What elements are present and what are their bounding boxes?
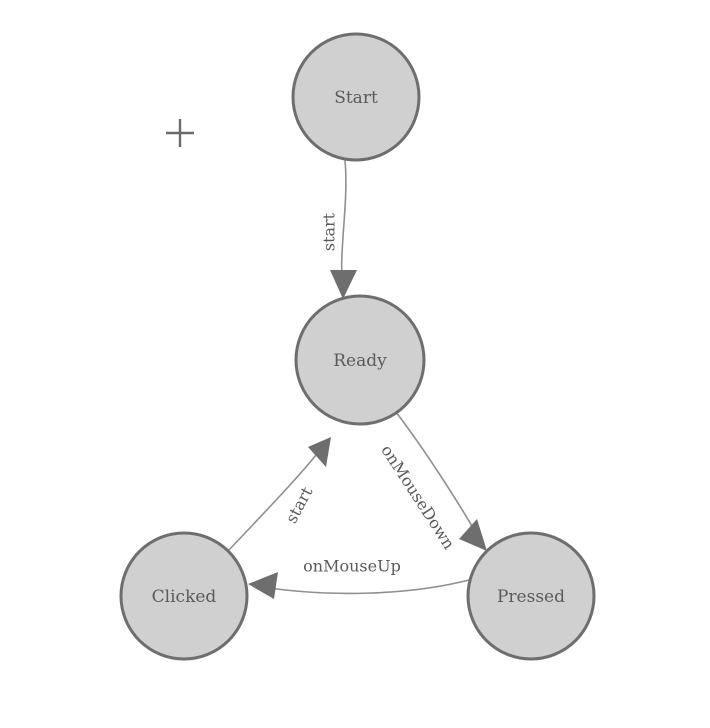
arrowhead-start-to-ready <box>330 270 357 299</box>
node-start[interactable]: Start <box>291 32 421 162</box>
edge-label-ready-to-pressed: onMouseDown <box>377 441 459 552</box>
arrowhead-ready-to-pressed <box>459 519 487 551</box>
edge-path-pressed-to-clicked <box>255 579 470 595</box>
node-pressed-circle[interactable] <box>466 531 596 661</box>
arrowhead-clicked-to-ready <box>308 437 331 467</box>
node-ready-circle[interactable] <box>294 294 426 426</box>
node-ready[interactable]: Ready <box>294 294 426 426</box>
node-start-label: Start <box>334 88 378 108</box>
plus-crosshair-icon[interactable] <box>166 119 194 147</box>
arrowhead-pressed-to-clicked <box>248 572 278 599</box>
node-clicked-label: Clicked <box>152 587 217 607</box>
edge-start-to-ready[interactable]: start <box>320 159 358 299</box>
node-pressed-label: Pressed <box>497 587 565 607</box>
node-clicked[interactable]: Clicked <box>119 531 249 661</box>
node-ready-label: Ready <box>333 351 387 371</box>
node-clicked-circle[interactable] <box>119 531 249 661</box>
edge-pressed-to-clicked[interactable]: onMouseUp <box>248 557 470 600</box>
edge-ready-to-pressed[interactable]: onMouseDown <box>377 411 487 553</box>
edge-label-clicked-to-ready: start <box>282 483 317 526</box>
edge-label-pressed-to-clicked: onMouseUp <box>303 557 401 576</box>
node-start-circle[interactable] <box>291 32 421 162</box>
edge-clicked-to-ready[interactable]: start <box>227 437 331 552</box>
node-pressed[interactable]: Pressed <box>466 531 596 661</box>
edge-label-start-to-ready: start <box>320 212 339 251</box>
